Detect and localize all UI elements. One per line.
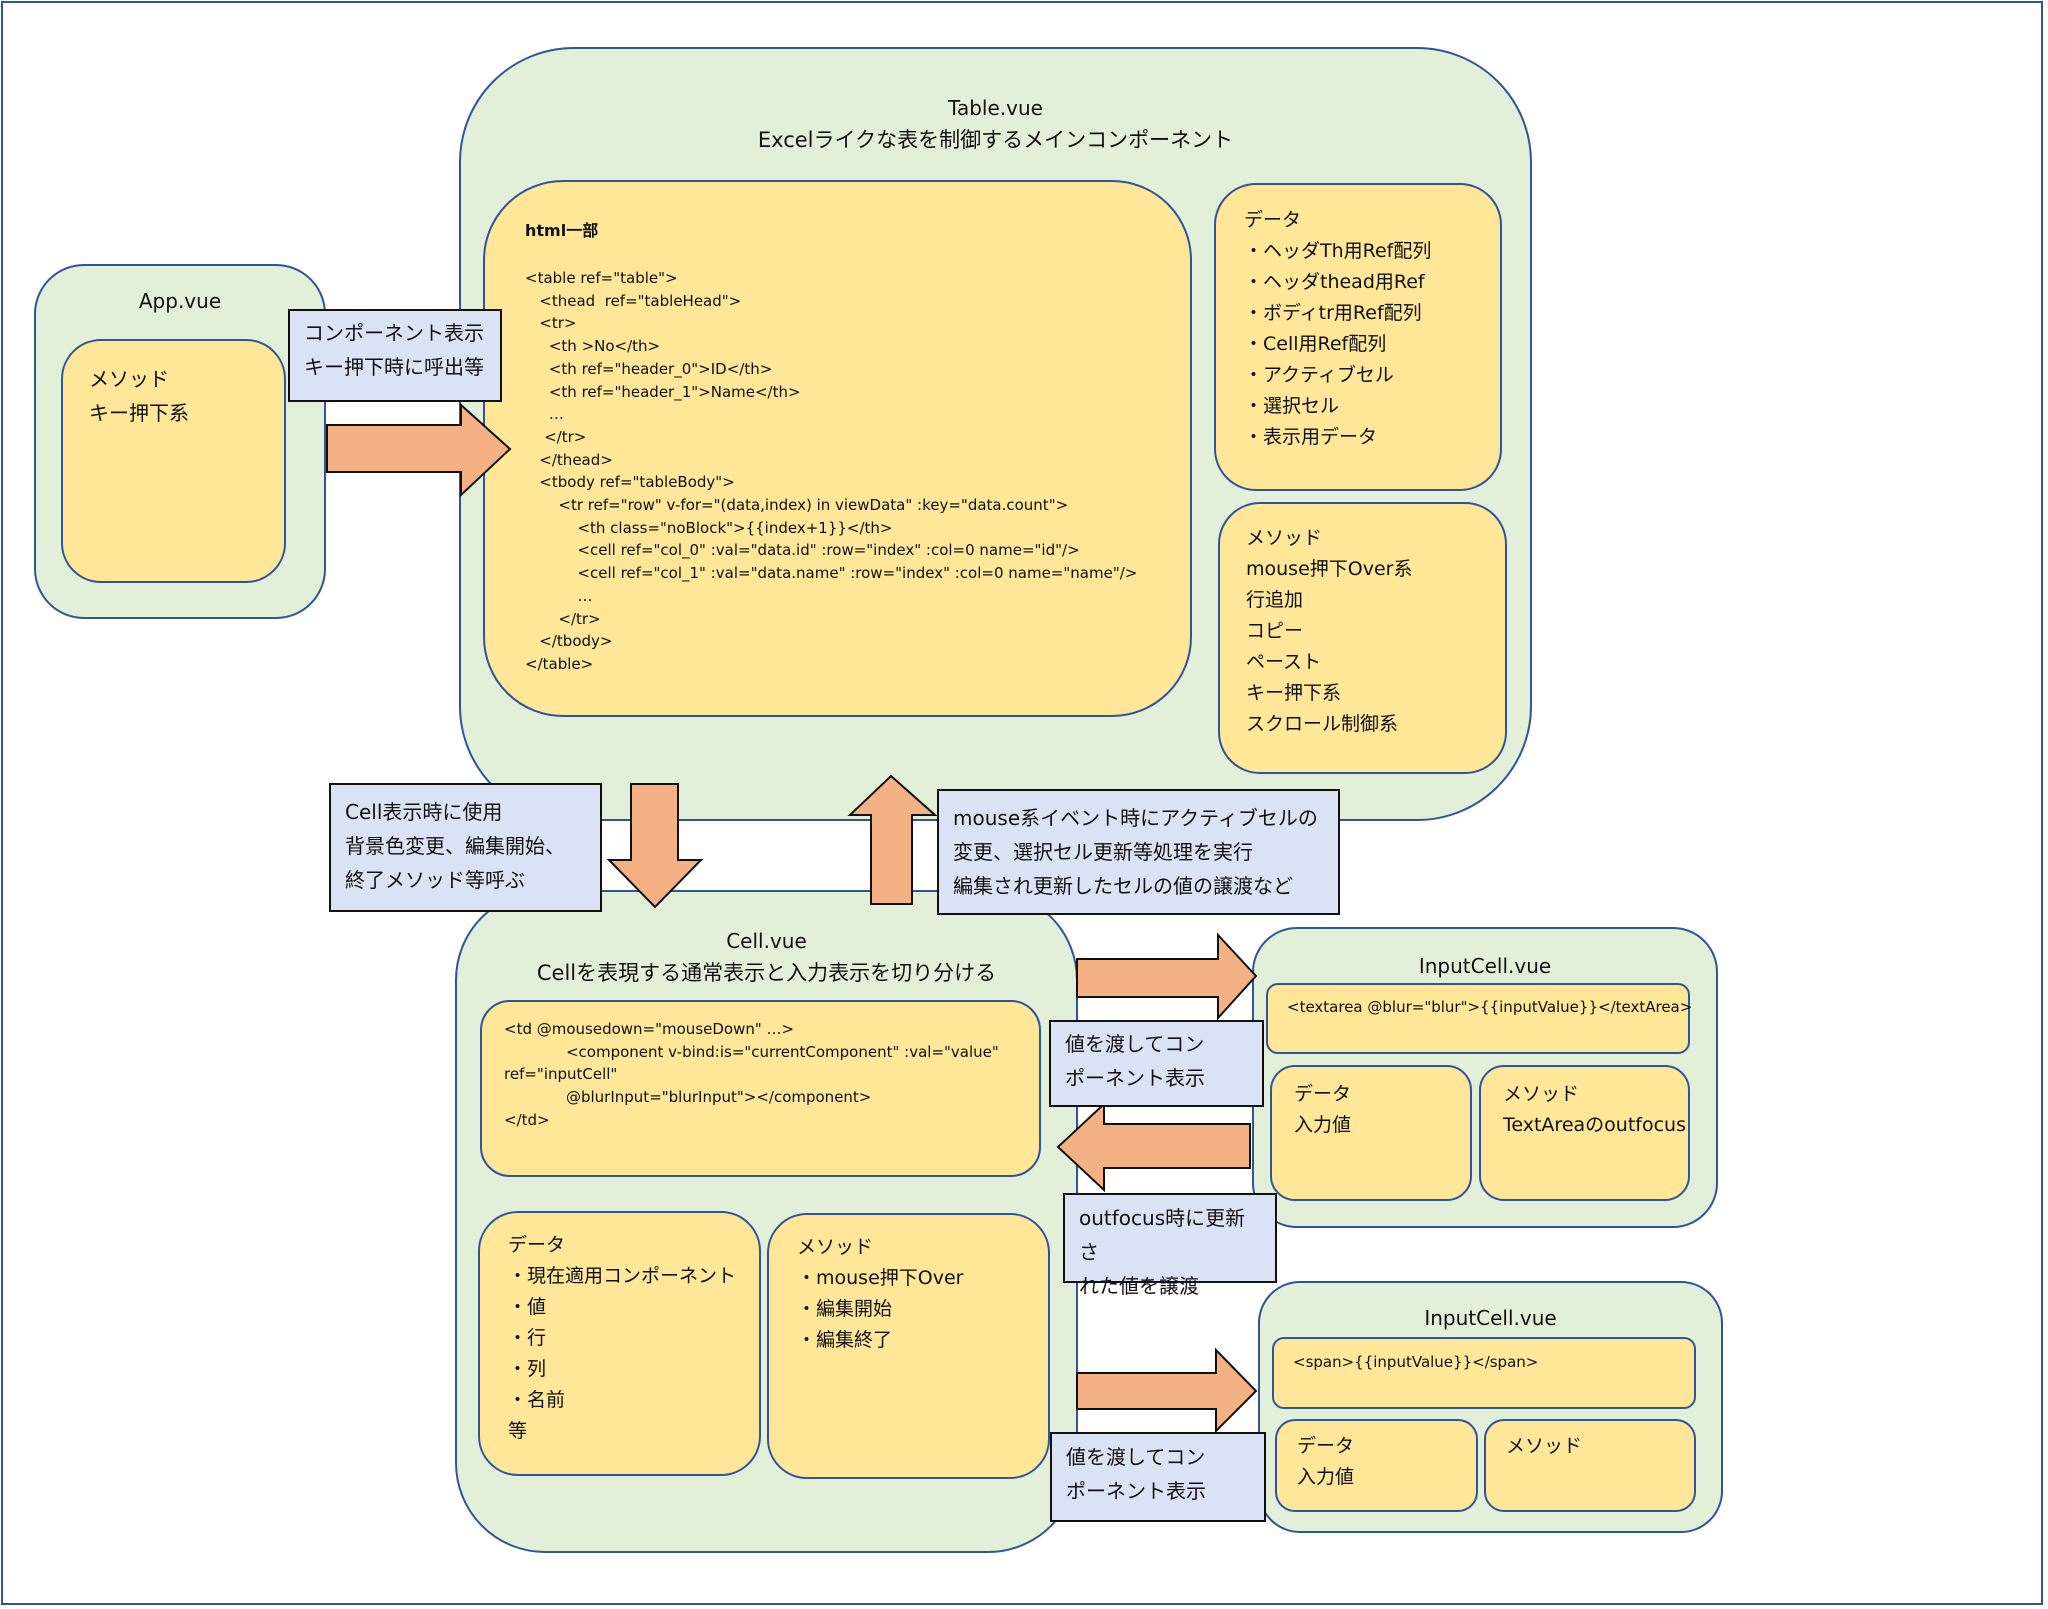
app-method-text: メソッド キー押下系 (89, 367, 189, 425)
table-method-box: メソッド mouse押下Over系 行追加 コピー ペースト キー押下系 スクロ… (1218, 502, 1507, 774)
table-html-code: <table ref="table"> <thead ref="tableHea… (525, 269, 1138, 673)
input-cell-1-title: InputCell.vue (1418, 954, 1552, 978)
cell-vue-subtitle: Cellを表現する通常表示と入力表示を切り分ける (536, 961, 997, 985)
cell-method-text: メソッド ・mouse押下Over ・編集開始 ・編集終了 (797, 1236, 964, 1351)
input-cell-1-code-text: <textarea @blur="blur">{{inputValue}}</t… (1287, 998, 1693, 1016)
table-vue-title: Table.vue (948, 96, 1043, 120)
cell-code-text: <td @mousedown="mouseDown" …> <component… (504, 1020, 999, 1129)
arrow-table-to-cell (606, 783, 704, 909)
arrow-input1-to-cell (1056, 1101, 1251, 1193)
app-vue-title: App.vue (138, 289, 222, 313)
app-method-box: メソッド キー押下系 (61, 339, 286, 583)
input-cell-1-data-box: データ 入力値 (1270, 1065, 1472, 1201)
arrow-cell-to-input2 (1076, 1347, 1258, 1434)
note-cell-to-input2: 値を渡してコン ポーネント表示 (1050, 1432, 1266, 1522)
cell-vue-title: Cell.vue (726, 929, 807, 953)
cell-code-box: <td @mousedown="mouseDown" …> <component… (480, 1000, 1041, 1177)
input-cell-2-title: InputCell.vue (1424, 1306, 1557, 1330)
note-cell-to-table: mouse系イベント時にアクティブセルの 変更、選択セル更新等処理を実行 編集さ… (937, 789, 1340, 915)
input-cell-1-method-text: メソッド TextAreaのoutfocus (1503, 1083, 1686, 1136)
table-method-text: メソッド mouse押下Over系 行追加 コピー ペースト キー押下系 スクロ… (1246, 527, 1413, 735)
input-cell-2-code-text: <span>{{inputValue}}</span> (1293, 1353, 1539, 1371)
note-input1-to-cell: outfocus時に更新さ れた値を譲渡 (1063, 1193, 1277, 1298)
note-table-to-cell: Cell表示時に使用 背景色変更、編集開始、 終了メソッド等呼ぶ (329, 783, 602, 912)
arrow-cell-to-input1 (1076, 932, 1258, 1021)
cell-data-text: データ ・現在適用コンポーネント ・値 ・行 ・列 ・名前 等 (508, 1234, 737, 1442)
input-cell-2-code-box: <span>{{inputValue}}</span> (1272, 1337, 1696, 1409)
cell-method-box: メソッド ・mouse押下Over ・編集開始 ・編集終了 (767, 1213, 1050, 1479)
input-cell-2-method-text: メソッド (1506, 1435, 1583, 1457)
table-vue-subtitle: Excelライクな表を制御するメインコンポーネント (757, 128, 1234, 152)
input-cell-1-data-text: データ 入力値 (1294, 1083, 1352, 1136)
arrow-cell-to-table (847, 774, 938, 905)
table-html-heading: html一部 (525, 221, 599, 240)
input-cell-2-method-box: メソッド (1484, 1419, 1696, 1512)
table-data-text: データ ・ヘッダTh用Ref配列 ・ヘッダthead用Ref ・ボディtr用Re… (1244, 209, 1432, 448)
input-cell-2-data-text: データ 入力値 (1297, 1435, 1355, 1488)
table-html-box: html一部 <table ref="table"> <thead ref="t… (483, 180, 1192, 717)
arrow-app-to-table (326, 402, 512, 498)
note-app-to-table: コンポーネント表示 キー押下時に呼出等 (288, 309, 502, 402)
input-cell-1-code-box: <textarea @blur="blur">{{inputValue}}</t… (1266, 983, 1693, 1054)
cell-data-box: データ ・現在適用コンポーネント ・値 ・行 ・列 ・名前 等 (478, 1211, 761, 1476)
input-cell-2-data-box: データ 入力値 (1275, 1419, 1478, 1512)
input-cell-1-method-box: メソッド TextAreaのoutfocus (1479, 1065, 1690, 1201)
table-data-box: データ ・ヘッダTh用Ref配列 ・ヘッダthead用Ref ・ボディtr用Re… (1214, 183, 1502, 491)
note-cell-to-input1: 値を渡してコン ポーネント表示 (1049, 1020, 1264, 1107)
